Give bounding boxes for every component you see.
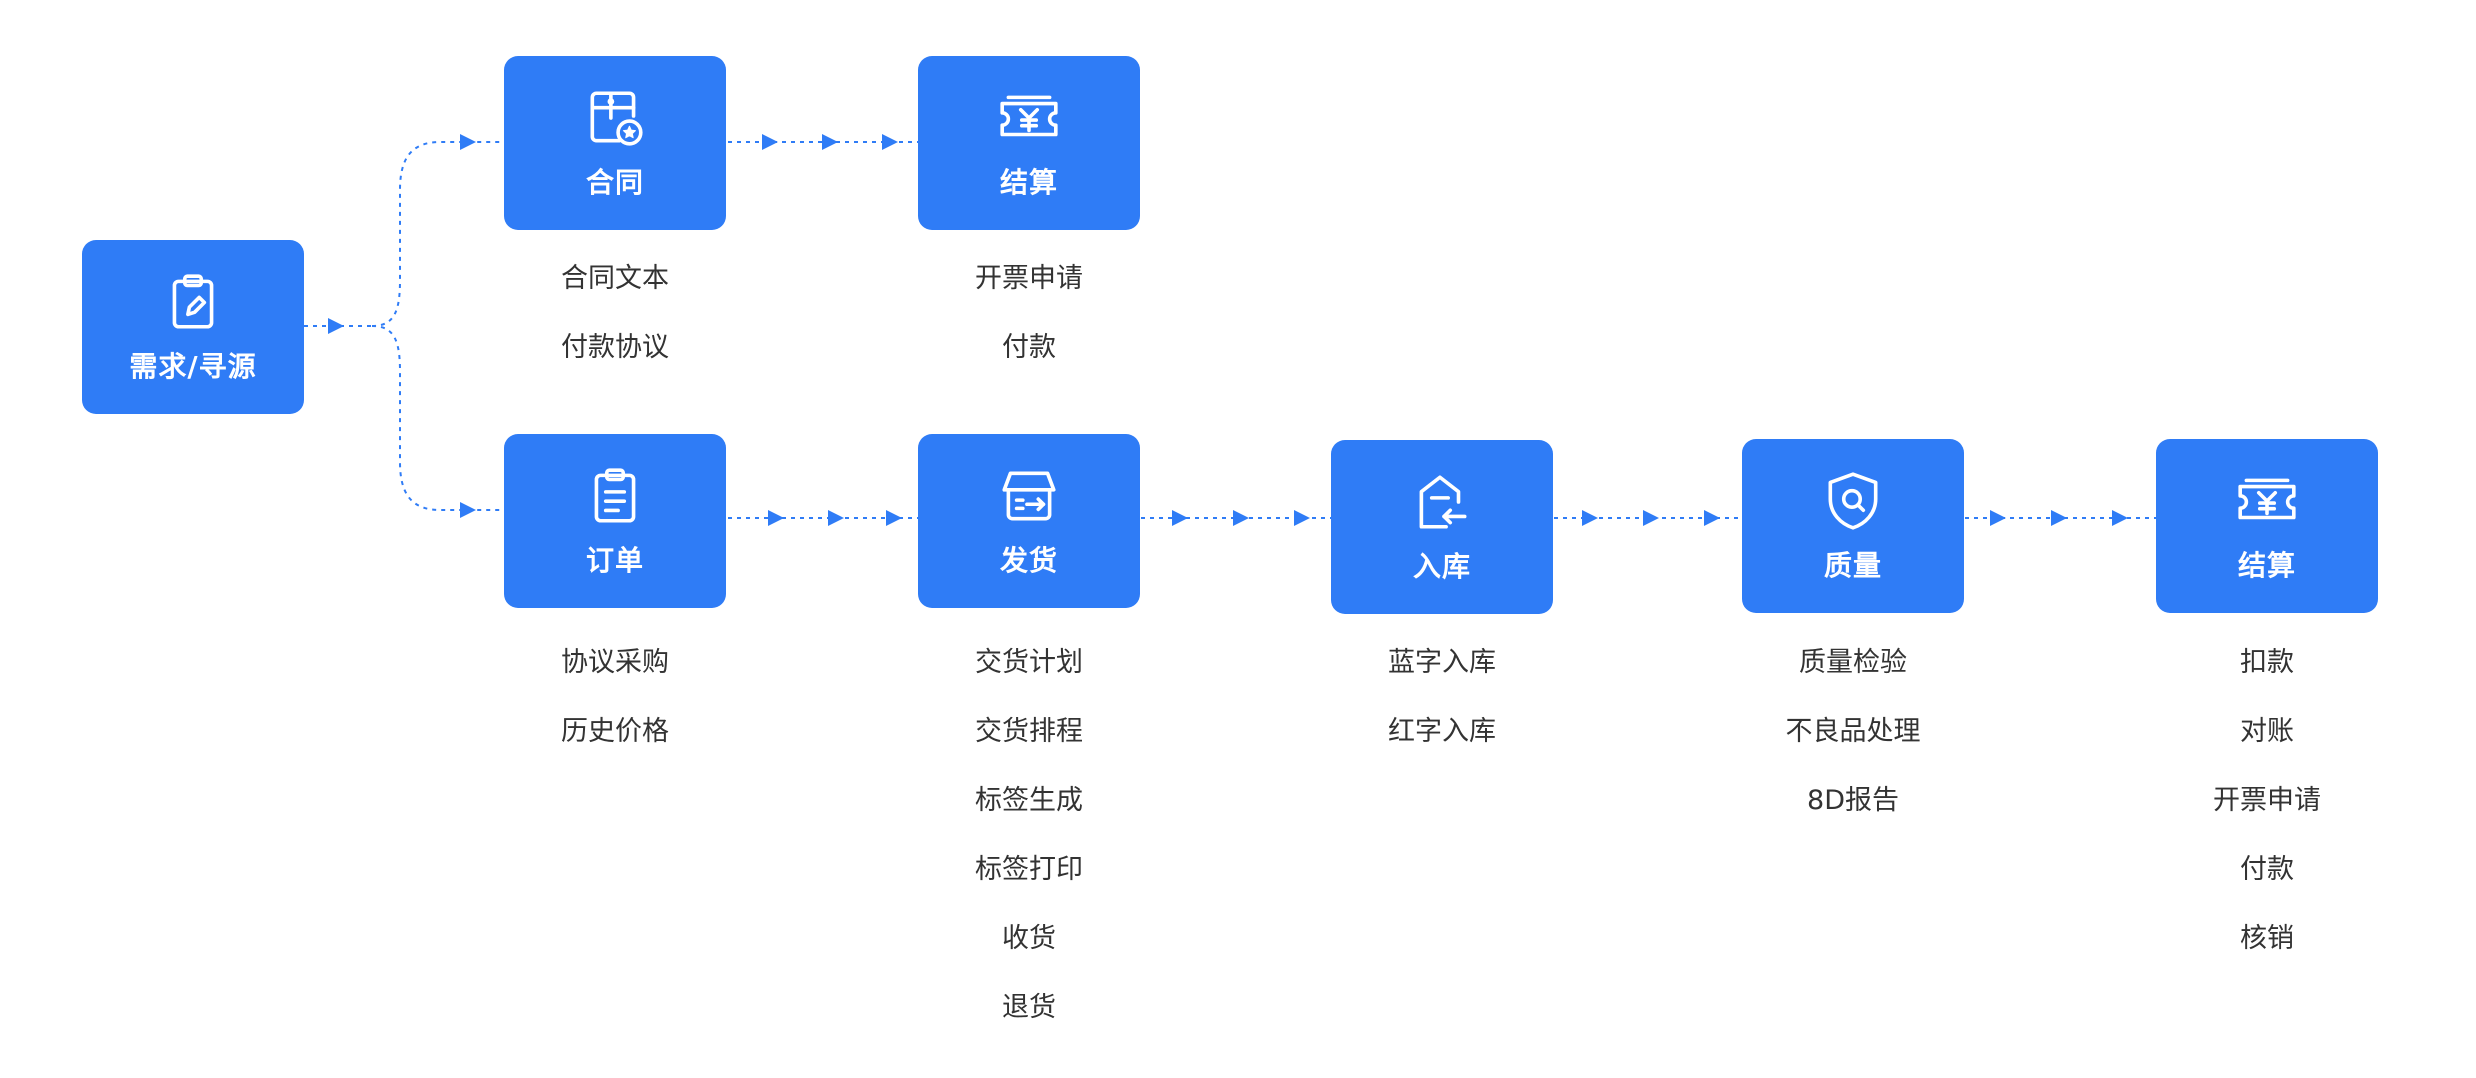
inbound-subitems: 蓝字入库 红字入库 (1331, 646, 1553, 784)
node-contract[interactable]: 合同 (504, 56, 726, 230)
quality-subitems: 质量检验 不良品处理 8D报告 (1742, 646, 1964, 853)
arrowhead (1582, 510, 1598, 526)
connector-hub-order (371, 325, 504, 511)
shipping-subitems: 交货计划 交货排程 标签生成 标签打印 收货 退货 (918, 646, 1140, 1060)
arrowhead (822, 134, 838, 150)
node-label: 需求/寻源 (129, 350, 257, 383)
list-item[interactable]: 开票申请 (2213, 785, 2321, 816)
yen-ticket-icon (2234, 468, 2300, 534)
list-item[interactable]: 付款协议 (561, 332, 669, 363)
arrowhead (1643, 510, 1659, 526)
list-item[interactable]: 对账 (2240, 716, 2294, 747)
list-item[interactable]: 标签打印 (975, 854, 1083, 885)
list-item[interactable]: 协议采购 (561, 647, 669, 678)
clipboard-list-icon (582, 463, 648, 529)
arrowhead (882, 134, 898, 150)
list-item[interactable]: 蓝字入库 (1388, 647, 1496, 678)
node-label: 订单 (585, 544, 644, 577)
connector-hub-contract (371, 141, 504, 327)
arrowhead (828, 510, 844, 526)
list-item[interactable]: 付款 (1002, 332, 1056, 363)
node-settlement-top[interactable]: 结算 (918, 56, 1140, 230)
arrowhead (1990, 510, 2006, 526)
node-shipping[interactable]: 发货 (918, 434, 1140, 608)
arrowhead (1704, 510, 1720, 526)
arrowhead (2051, 510, 2067, 526)
arrowhead (328, 318, 344, 334)
shield-search-icon (1820, 468, 1886, 534)
node-order[interactable]: 订单 (504, 434, 726, 608)
list-item[interactable]: 扣款 (2240, 647, 2294, 678)
arrowhead (2112, 510, 2128, 526)
node-inbound[interactable]: 入库 (1331, 440, 1553, 614)
package-out-icon (996, 463, 1062, 529)
list-item[interactable]: 不良品处理 (1785, 716, 1921, 747)
list-item[interactable]: 收货 (1002, 923, 1056, 954)
list-item[interactable]: 核销 (2240, 923, 2294, 954)
warehouse-in-icon (1409, 469, 1475, 535)
contract-calendar-icon (582, 85, 648, 151)
list-item[interactable]: 标签生成 (975, 785, 1083, 816)
node-label: 质量 (1823, 549, 1882, 582)
arrowhead (1233, 510, 1249, 526)
node-source[interactable]: 需求/寻源 (82, 240, 304, 414)
arrowhead (762, 134, 778, 150)
arrowhead (460, 502, 476, 518)
clipboard-edit-icon (160, 269, 226, 335)
arrowhead (768, 510, 784, 526)
settlement-bottom-subitems: 扣款 对账 开票申请 付款 核销 (2156, 646, 2378, 991)
list-item[interactable]: 合同文本 (561, 263, 669, 294)
list-item[interactable]: 交货排程 (975, 716, 1083, 747)
node-quality[interactable]: 质量 (1742, 439, 1964, 613)
list-item[interactable]: 交货计划 (975, 647, 1083, 678)
arrowhead (1294, 510, 1310, 526)
list-item[interactable]: 红字入库 (1388, 716, 1496, 747)
arrowhead (460, 134, 476, 150)
arrowhead (886, 510, 902, 526)
list-item[interactable]: 付款 (2240, 854, 2294, 885)
list-item[interactable]: 退货 (1002, 992, 1056, 1023)
node-settlement-bottom[interactable]: 结算 (2156, 439, 2378, 613)
list-item[interactable]: 质量检验 (1799, 647, 1907, 678)
node-label: 发货 (999, 544, 1058, 577)
list-item[interactable]: 开票申请 (975, 263, 1083, 294)
order-subitems: 协议采购 历史价格 (504, 646, 726, 784)
settlement-top-subitems: 开票申请 付款 (918, 262, 1140, 400)
arrowhead (1172, 510, 1188, 526)
node-label: 结算 (999, 166, 1058, 199)
node-label: 结算 (2237, 549, 2296, 582)
node-label: 合同 (585, 166, 644, 199)
list-item[interactable]: 8D报告 (1807, 785, 1899, 816)
yen-ticket-icon (996, 85, 1062, 151)
contract-subitems: 合同文本 付款协议 (504, 262, 726, 400)
node-label: 入库 (1412, 550, 1471, 583)
list-item[interactable]: 历史价格 (561, 716, 669, 747)
